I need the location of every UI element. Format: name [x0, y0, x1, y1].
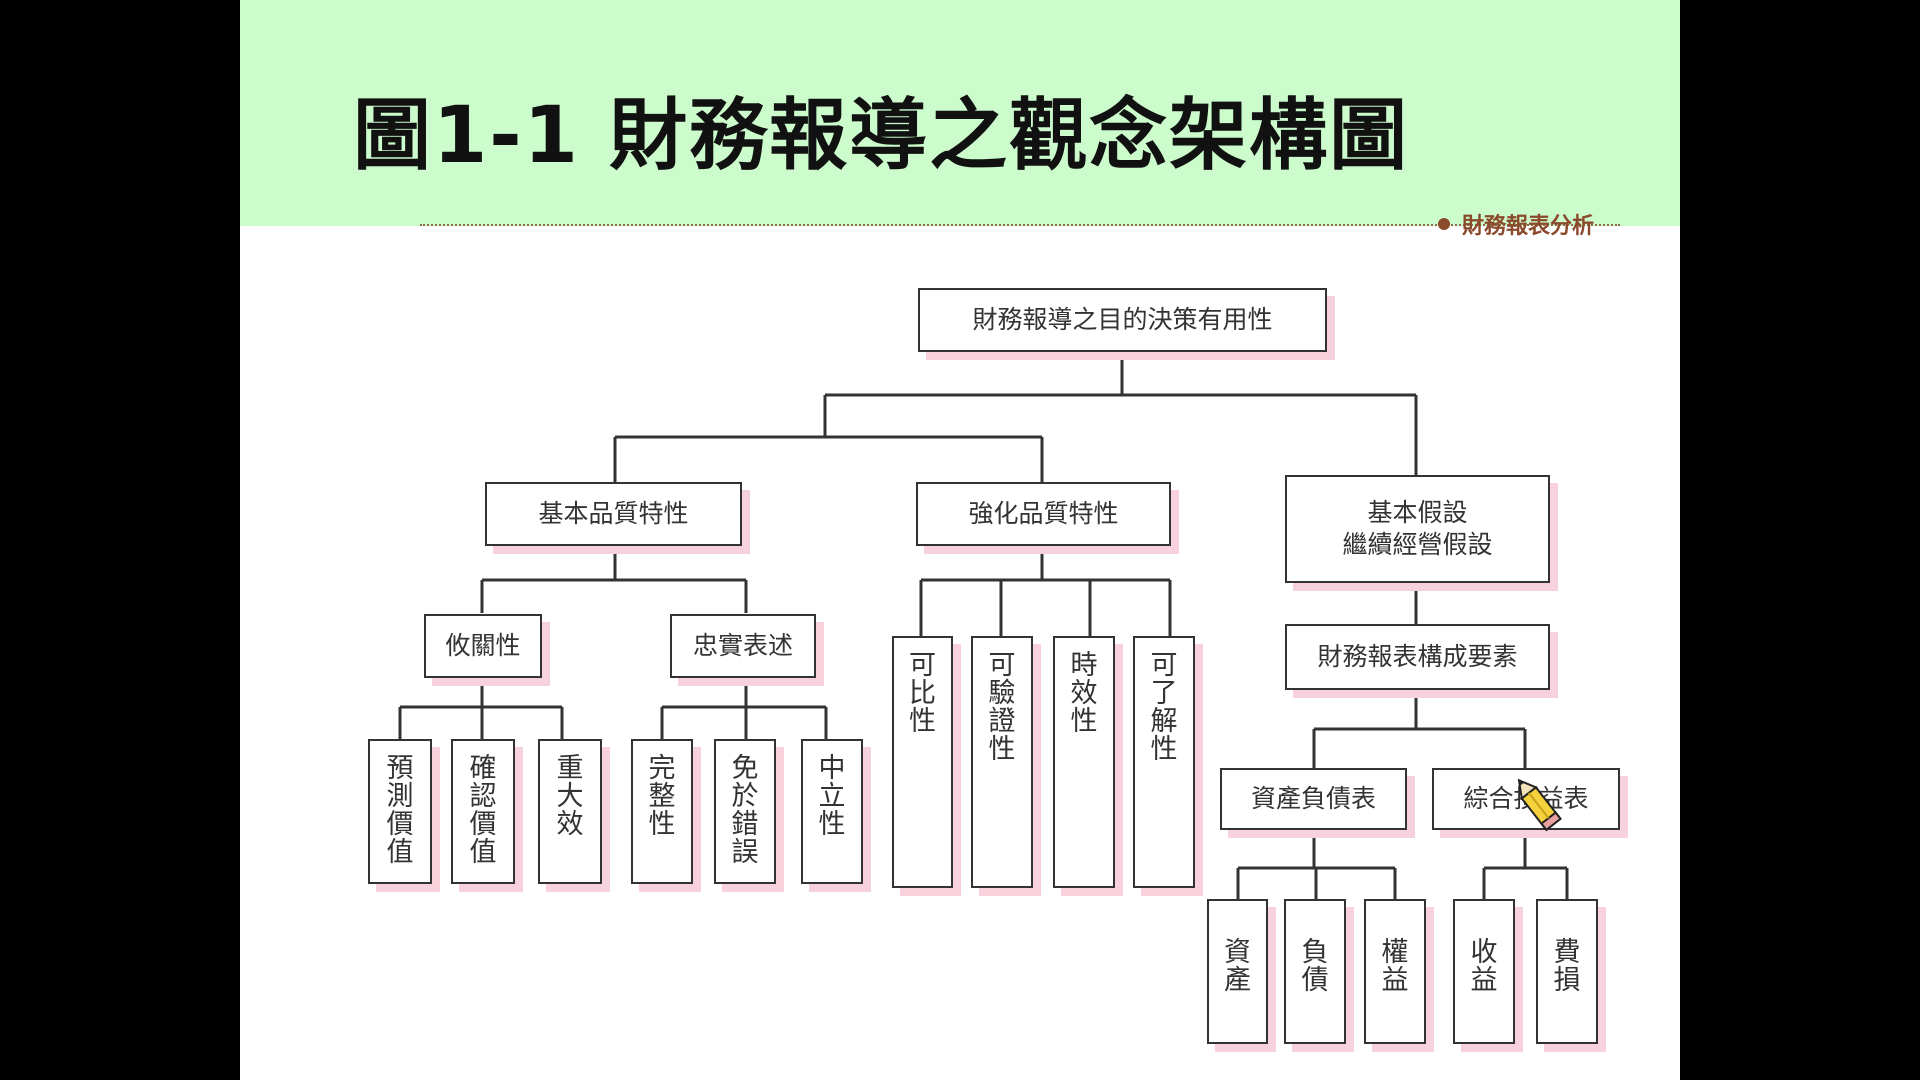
leaf-income-2: 費損 — [1536, 899, 1598, 1044]
header-divider — [420, 224, 1620, 226]
leaf-relevance-2: 確認價值 — [451, 739, 515, 884]
slide-title: 圖1-1 財務報導之觀念架構圖 — [353, 91, 1410, 181]
node-fundamental: 基本品質特性 — [485, 482, 742, 546]
leaf-balance-3: 權益 — [1364, 899, 1426, 1044]
leaf-relevance-3: 重大效 — [538, 739, 602, 884]
leaf-balance-2: 負債 — [1284, 899, 1346, 1044]
leaf-income-1: 收益 — [1453, 899, 1515, 1044]
node-faithful: 忠實表述 — [670, 614, 816, 678]
leaf-enhancing-3: 時效性 — [1053, 636, 1115, 888]
node-root: 財務報導之目的決策有用性 — [918, 288, 1327, 352]
leaf-relevance-1: 預測價值 — [368, 739, 432, 884]
bullet-dot-icon — [1438, 218, 1450, 230]
leaf-enhancing-4: 可了解性 — [1133, 636, 1195, 888]
pencil-cursor-icon — [1517, 778, 1562, 832]
leaf-faithful-1: 完整性 — [631, 739, 693, 884]
leaf-faithful-2: 免於錯誤 — [714, 739, 776, 884]
leaf-balance-1: 資產 — [1207, 899, 1268, 1044]
slide: 圖1-1 財務報導之觀念架構圖 財務報表分析 — [240, 0, 1680, 1080]
node-enhancing: 強化品質特性 — [916, 482, 1171, 546]
node-balance-sheet: 資產負債表 — [1220, 768, 1407, 830]
leaf-enhancing-2: 可驗證性 — [971, 636, 1033, 888]
node-relevance: 攸關性 — [424, 614, 542, 678]
node-assumption: 基本假設 繼續經營假設 — [1285, 475, 1550, 583]
node-elements: 財務報表構成要素 — [1285, 624, 1550, 690]
leaf-enhancing-1: 可比性 — [892, 636, 953, 888]
book-label: 財務報表分析 — [1462, 214, 1595, 239]
diagram-connectors — [398, 351, 1569, 899]
header-band — [240, 0, 1680, 226]
leaf-faithful-3: 中立性 — [801, 739, 863, 884]
